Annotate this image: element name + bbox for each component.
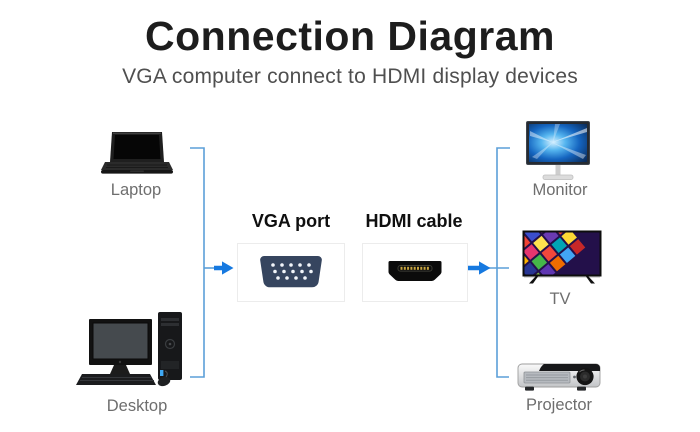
- page-subtitle: VGA computer connect to HDMI display dev…: [122, 65, 578, 88]
- hdmi-cable-icon: [387, 259, 443, 287]
- hdmi-cable-card: [362, 243, 468, 302]
- tv-icon: [522, 230, 602, 284]
- laptop-icon: [101, 131, 173, 176]
- vga-port-label: VGA port: [251, 211, 331, 231]
- desktop-label: Desktop: [106, 397, 168, 415]
- desktop-icon: [76, 306, 188, 390]
- laptop-label: Laptop: [110, 181, 162, 199]
- page-title: Connection Diagram: [145, 13, 555, 59]
- projector-label: Projector: [525, 396, 593, 414]
- hdmi-cable-label: HDMI cable: [365, 211, 463, 231]
- vga-port-card: [237, 243, 345, 302]
- monitor-label: Monitor: [532, 181, 588, 199]
- vga-port-icon: [259, 255, 323, 291]
- monitor-icon: [526, 121, 592, 183]
- arrow-right-icon: [468, 261, 491, 275]
- tv-label: TV: [549, 290, 571, 308]
- arrow-right-icon: [214, 261, 234, 275]
- projector-icon: [517, 359, 603, 393]
